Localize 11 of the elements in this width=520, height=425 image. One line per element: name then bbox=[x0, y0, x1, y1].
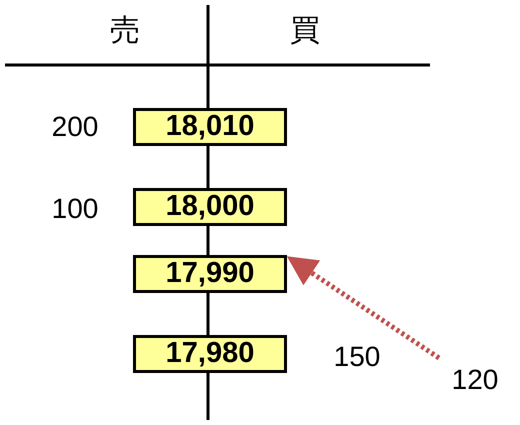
price-box: 17,990 bbox=[133, 255, 287, 293]
quantity-text: 150 bbox=[332, 340, 382, 374]
quantity-text: 100 bbox=[50, 192, 100, 226]
price-box: 17,980 bbox=[133, 335, 287, 373]
price-box: 18,010 bbox=[133, 108, 287, 146]
quantity-text: 200 bbox=[50, 110, 100, 144]
column-header: 売 bbox=[109, 12, 141, 50]
column-header: 買 bbox=[289, 12, 321, 50]
dotted-arrow bbox=[286, 256, 440, 360]
quantity-text: 120 bbox=[443, 362, 507, 398]
price-box: 18,000 bbox=[133, 188, 287, 226]
